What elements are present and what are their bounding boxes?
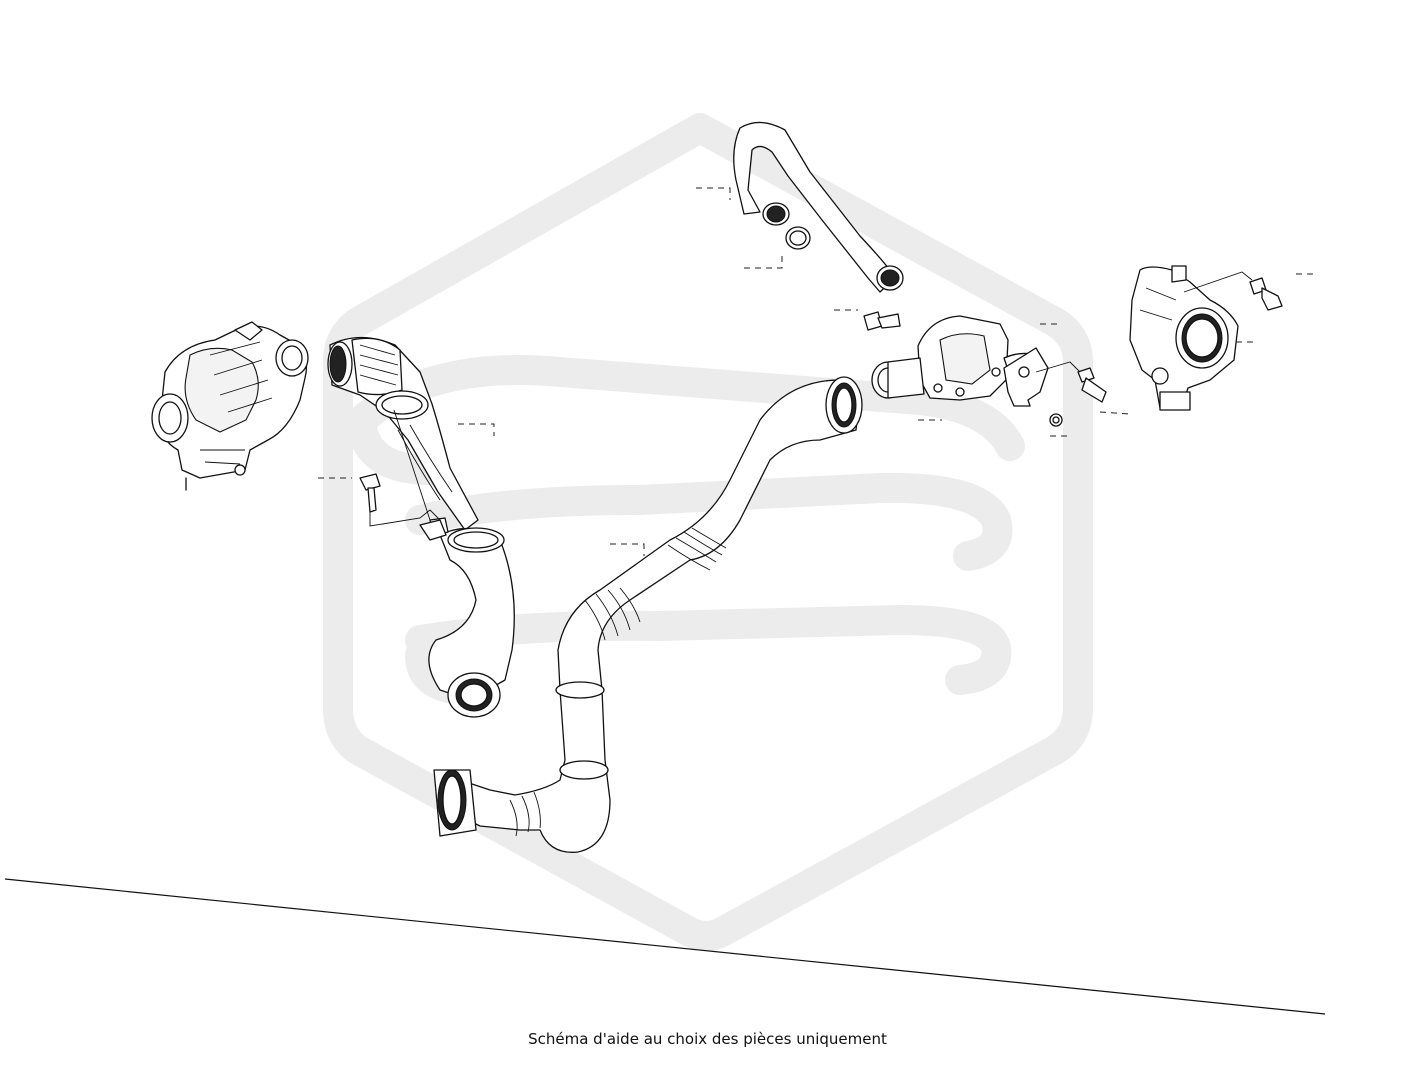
throttle-body[interactable]	[871, 315, 1041, 401]
intercooler-inlet-hose[interactable]	[327, 336, 515, 718]
bolt-left[interactable]	[359, 473, 381, 513]
diagram-caption: Schéma d'aide au choix des pièces unique…	[528, 1030, 887, 1048]
upper-bend-pipe[interactable]	[733, 121, 904, 293]
mounting-bracket[interactable]	[1003, 347, 1049, 407]
reference-markers	[318, 187, 1318, 556]
intercooler-outlet-pipe[interactable]	[433, 376, 863, 853]
reference-line	[4, 878, 1326, 1015]
turbocharger[interactable]	[151, 321, 309, 491]
bolt-flange[interactable]	[1249, 277, 1283, 311]
leader-lines	[369, 271, 1253, 527]
hose-clip-bracket[interactable]	[419, 519, 447, 541]
bolt-throttle[interactable]	[863, 311, 901, 331]
intake-flange-housing[interactable]	[1129, 265, 1239, 411]
bolt-bracket[interactable]	[1049, 367, 1107, 427]
